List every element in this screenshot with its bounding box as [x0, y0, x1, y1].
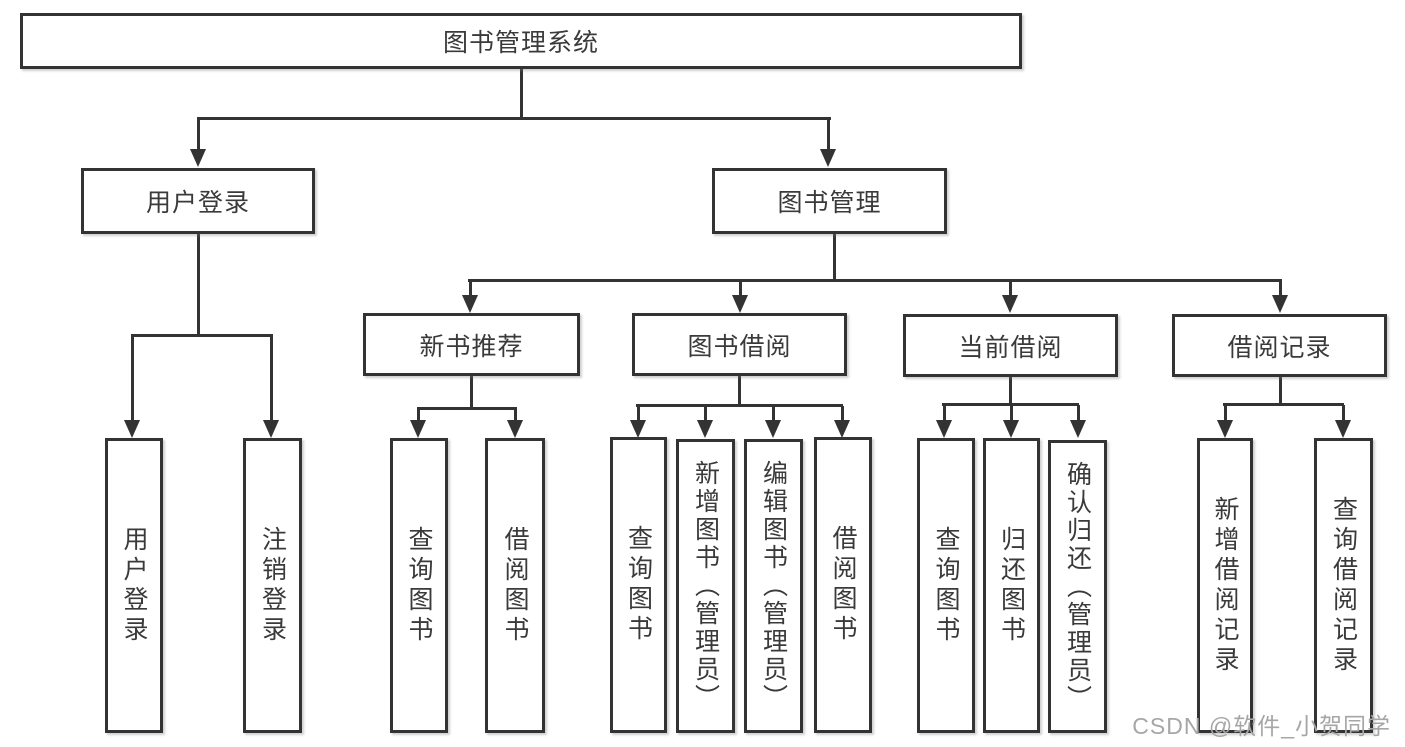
- edge-level2-branch: [197, 117, 831, 120]
- arrowhead-book-management: [820, 149, 836, 167]
- leaf-borrow-books-2: 借阅图书: [814, 437, 872, 733]
- edge-drop-book-borrow: [739, 281, 742, 296]
- leaf-return-books-label: 归还图书: [997, 525, 1026, 646]
- node-current-borrowing: 当前借阅: [903, 314, 1118, 377]
- edge-drop-bb-query: [637, 406, 640, 421]
- node-book-management: 图书管理: [712, 168, 947, 234]
- leaf-borrow-books-2-label: 借阅图书: [829, 525, 857, 645]
- edge-book-borrow-branch: [636, 404, 843, 407]
- edge-borrow-record-branch: [1223, 403, 1344, 406]
- watermark: CSDN @软件_小贺同学: [1132, 713, 1391, 739]
- arrowhead-bb-borrow: [834, 420, 850, 438]
- edge-level3-branch: [468, 279, 1282, 282]
- edge-new-book-stem: [470, 376, 473, 409]
- edge-borrow-record-stem: [1279, 377, 1282, 405]
- edge-drop-nb-query: [417, 409, 420, 421]
- arrowhead-br-add: [1217, 420, 1233, 438]
- edge-user-login-branch: [131, 334, 273, 337]
- leaf-query-borrow-record-label: 查询借阅记录: [1329, 495, 1358, 676]
- edge-drop-nb-borrow: [514, 409, 517, 421]
- edge-new-book-branch: [417, 407, 517, 410]
- edge-drop-leaf-logout: [270, 336, 273, 421]
- arrowhead-nb-borrow: [507, 420, 523, 438]
- edge-drop-new-book: [469, 281, 472, 296]
- leaf-user-login: 用户登录: [105, 438, 163, 733]
- leaf-query-books-1-label: 查询图书: [405, 525, 433, 646]
- edge-drop-br-query: [1342, 405, 1345, 421]
- node-borrowing-records: 借阅记录: [1172, 314, 1387, 377]
- arrowhead-bb-add: [697, 420, 713, 438]
- leaf-query-books-2: 查询图书: [610, 437, 667, 733]
- edge-drop-borrow-record: [1279, 281, 1282, 296]
- node-user-login: 用户登录: [81, 168, 315, 234]
- edge-drop-leaf-user-login: [131, 336, 134, 421]
- edge-drop-cb-confirm: [1077, 405, 1080, 421]
- node-library-system: 图书管理系统: [20, 13, 1022, 69]
- node-new-book-recommend: 新书推荐: [363, 313, 580, 376]
- leaf-query-books-2-label: 查询图书: [624, 525, 653, 645]
- arrowhead-cb-return: [1003, 420, 1019, 438]
- arrowhead-leaf-logout: [263, 420, 279, 438]
- arrowhead-book-borrow: [732, 295, 748, 313]
- edge-drop-user-login: [197, 118, 200, 151]
- edge-current-borrow-stem: [1009, 377, 1012, 405]
- leaf-query-books-3-label: 查询图书: [932, 525, 960, 646]
- leaf-user-login-label: 用户登录: [120, 525, 148, 646]
- leaf-borrow-books-1: 借阅图书: [485, 438, 545, 733]
- arrowhead-cb-query: [936, 420, 952, 438]
- arrowhead-bb-query: [630, 420, 646, 438]
- leaf-query-books-1: 查询图书: [390, 438, 448, 733]
- node-book-borrowing: 图书借阅: [632, 313, 847, 376]
- edge-user-login-stem: [197, 234, 200, 337]
- arrowhead-br-query: [1335, 420, 1351, 438]
- leaf-add-book-admin: 新增图书（管理员）: [676, 439, 735, 733]
- arrowhead-leaf-user-login: [124, 420, 140, 438]
- arrowhead-bb-edit: [765, 420, 781, 438]
- leaf-borrow-books-1-label: 借阅图书: [501, 525, 529, 646]
- leaf-logout: 注销登录: [243, 438, 302, 733]
- edge-drop-br-add: [1224, 405, 1227, 421]
- edge-drop-bb-add: [704, 406, 707, 421]
- arrowhead-new-book: [462, 295, 478, 313]
- leaf-confirm-return-admin: 确认归还（管理员）: [1048, 440, 1107, 733]
- leaf-query-borrow-record: 查询借阅记录: [1314, 438, 1373, 733]
- edge-book-borrow-stem: [738, 376, 741, 406]
- edge-drop-cb-return: [1010, 405, 1013, 421]
- arrowhead-user-login: [190, 149, 206, 167]
- leaf-query-books-3: 查询图书: [917, 438, 975, 733]
- edge-book-management-stem: [833, 234, 836, 281]
- leaf-add-borrow-record-label: 新增借阅记录: [1211, 495, 1239, 676]
- leaf-add-book-admin-label: 新增图书（管理员）: [691, 460, 720, 712]
- arrowhead-nb-query: [410, 420, 426, 438]
- edge-root-stem: [520, 69, 523, 119]
- edge-drop-bb-edit: [772, 406, 775, 421]
- leaf-edit-book-admin: 编辑图书（管理员）: [744, 439, 803, 733]
- edge-drop-book-management: [827, 118, 830, 151]
- arrowhead-borrow-record: [1272, 295, 1288, 313]
- edge-drop-bb-borrow: [841, 406, 844, 421]
- arrowhead-current-borrow: [1002, 295, 1018, 313]
- arrowhead-cb-confirm: [1070, 420, 1086, 438]
- leaf-edit-book-admin-label: 编辑图书（管理员）: [759, 460, 788, 712]
- edge-drop-current-borrow: [1009, 281, 1012, 296]
- edge-current-borrow-branch: [942, 403, 1079, 406]
- leaf-return-books: 归还图书: [983, 438, 1040, 733]
- leaf-confirm-return-admin-label: 确认归还（管理员）: [1063, 460, 1092, 713]
- leaf-add-borrow-record: 新增借阅记录: [1197, 438, 1253, 733]
- leaf-logout-label: 注销登录: [258, 525, 287, 646]
- edge-drop-cb-query: [943, 405, 946, 421]
